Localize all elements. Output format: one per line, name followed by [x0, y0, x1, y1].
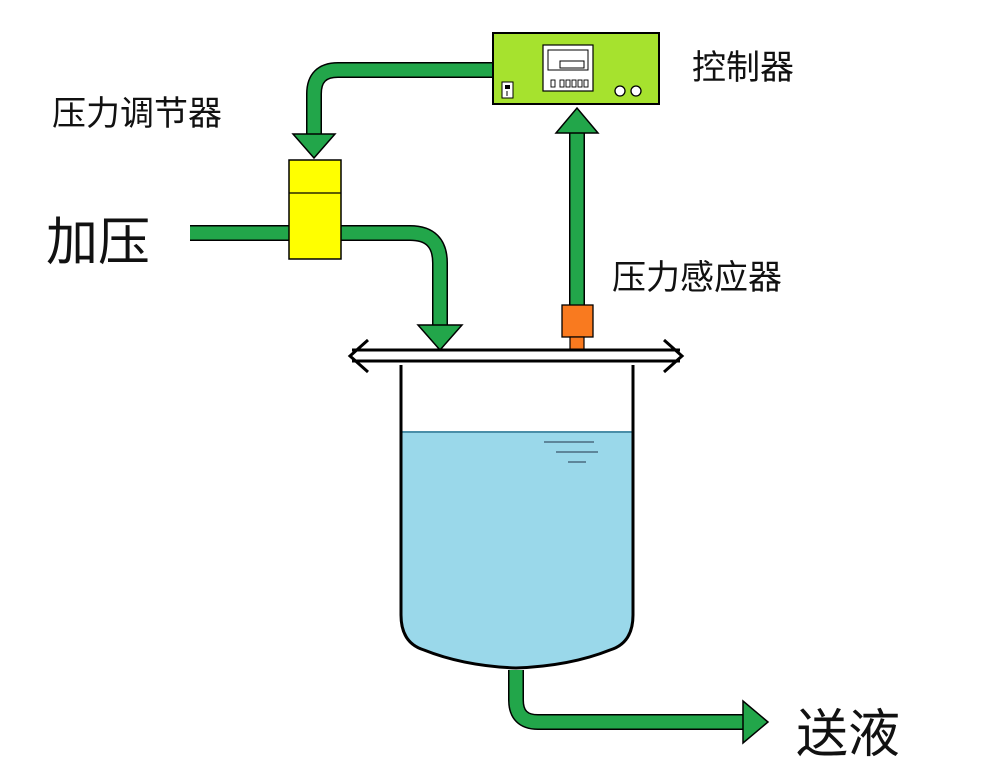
pipe-controller-to-regulator	[291, 62, 493, 160]
controller-label: 控制器	[692, 48, 794, 88]
controller-box	[492, 32, 660, 105]
knob-icon	[630, 85, 642, 97]
outlet-arrowhead	[742, 699, 770, 745]
regulator-arrowhead	[291, 133, 337, 160]
pressure-sensor-label: 压力感应器	[612, 258, 782, 298]
controller-arrowhead	[554, 106, 600, 134]
tank-lid	[347, 338, 685, 374]
power-switch-icon	[501, 81, 514, 99]
pipe-liquid-outlet	[508, 670, 770, 745]
knob-icon	[614, 85, 626, 97]
pressure-regulator	[288, 159, 342, 260]
tank-vessel	[399, 365, 635, 670]
liquid	[401, 432, 633, 668]
pressure-sensor	[561, 304, 594, 351]
liquid-delivery-label: 送液	[796, 705, 901, 765]
pipe-sensor-to-controller	[554, 106, 600, 305]
inlet-arrowhead	[416, 324, 464, 352]
pressurize-label: 加压	[46, 213, 151, 273]
pipe-pressurize-inlet	[190, 225, 464, 352]
pressure-regulator-label: 压力调节器	[52, 94, 222, 134]
